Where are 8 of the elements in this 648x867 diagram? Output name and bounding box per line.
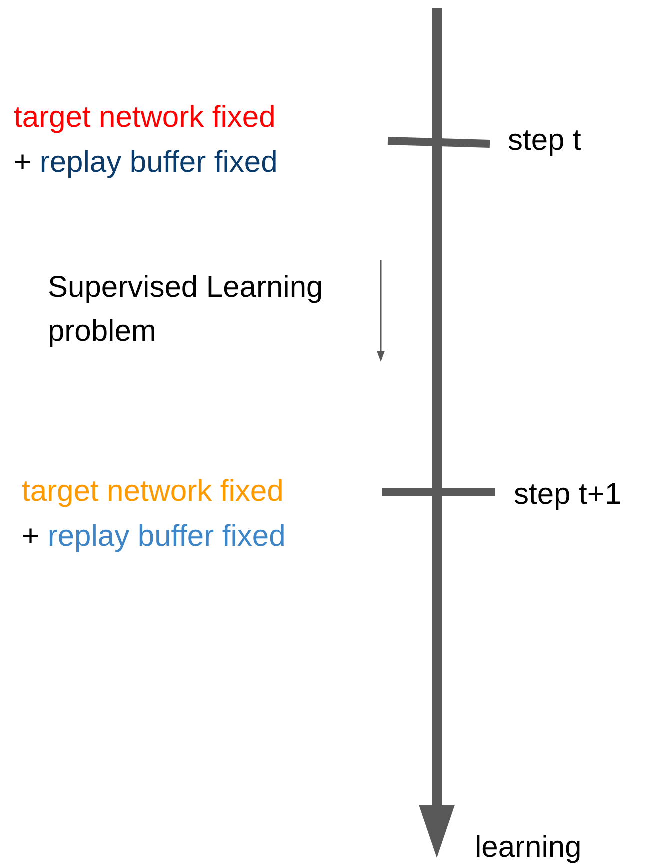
note-text: target network fixed xyxy=(22,474,284,510)
description-text: Supervised Learning problem xyxy=(48,270,324,350)
note-text: target network fixed xyxy=(14,100,276,136)
step-label: step t+1 xyxy=(514,477,622,513)
step-label: step t xyxy=(508,123,582,159)
note-text: + replay buffer fixed xyxy=(22,519,286,555)
note-text: + replay buffer fixed xyxy=(14,145,278,181)
axis-label: learning xyxy=(475,830,582,866)
